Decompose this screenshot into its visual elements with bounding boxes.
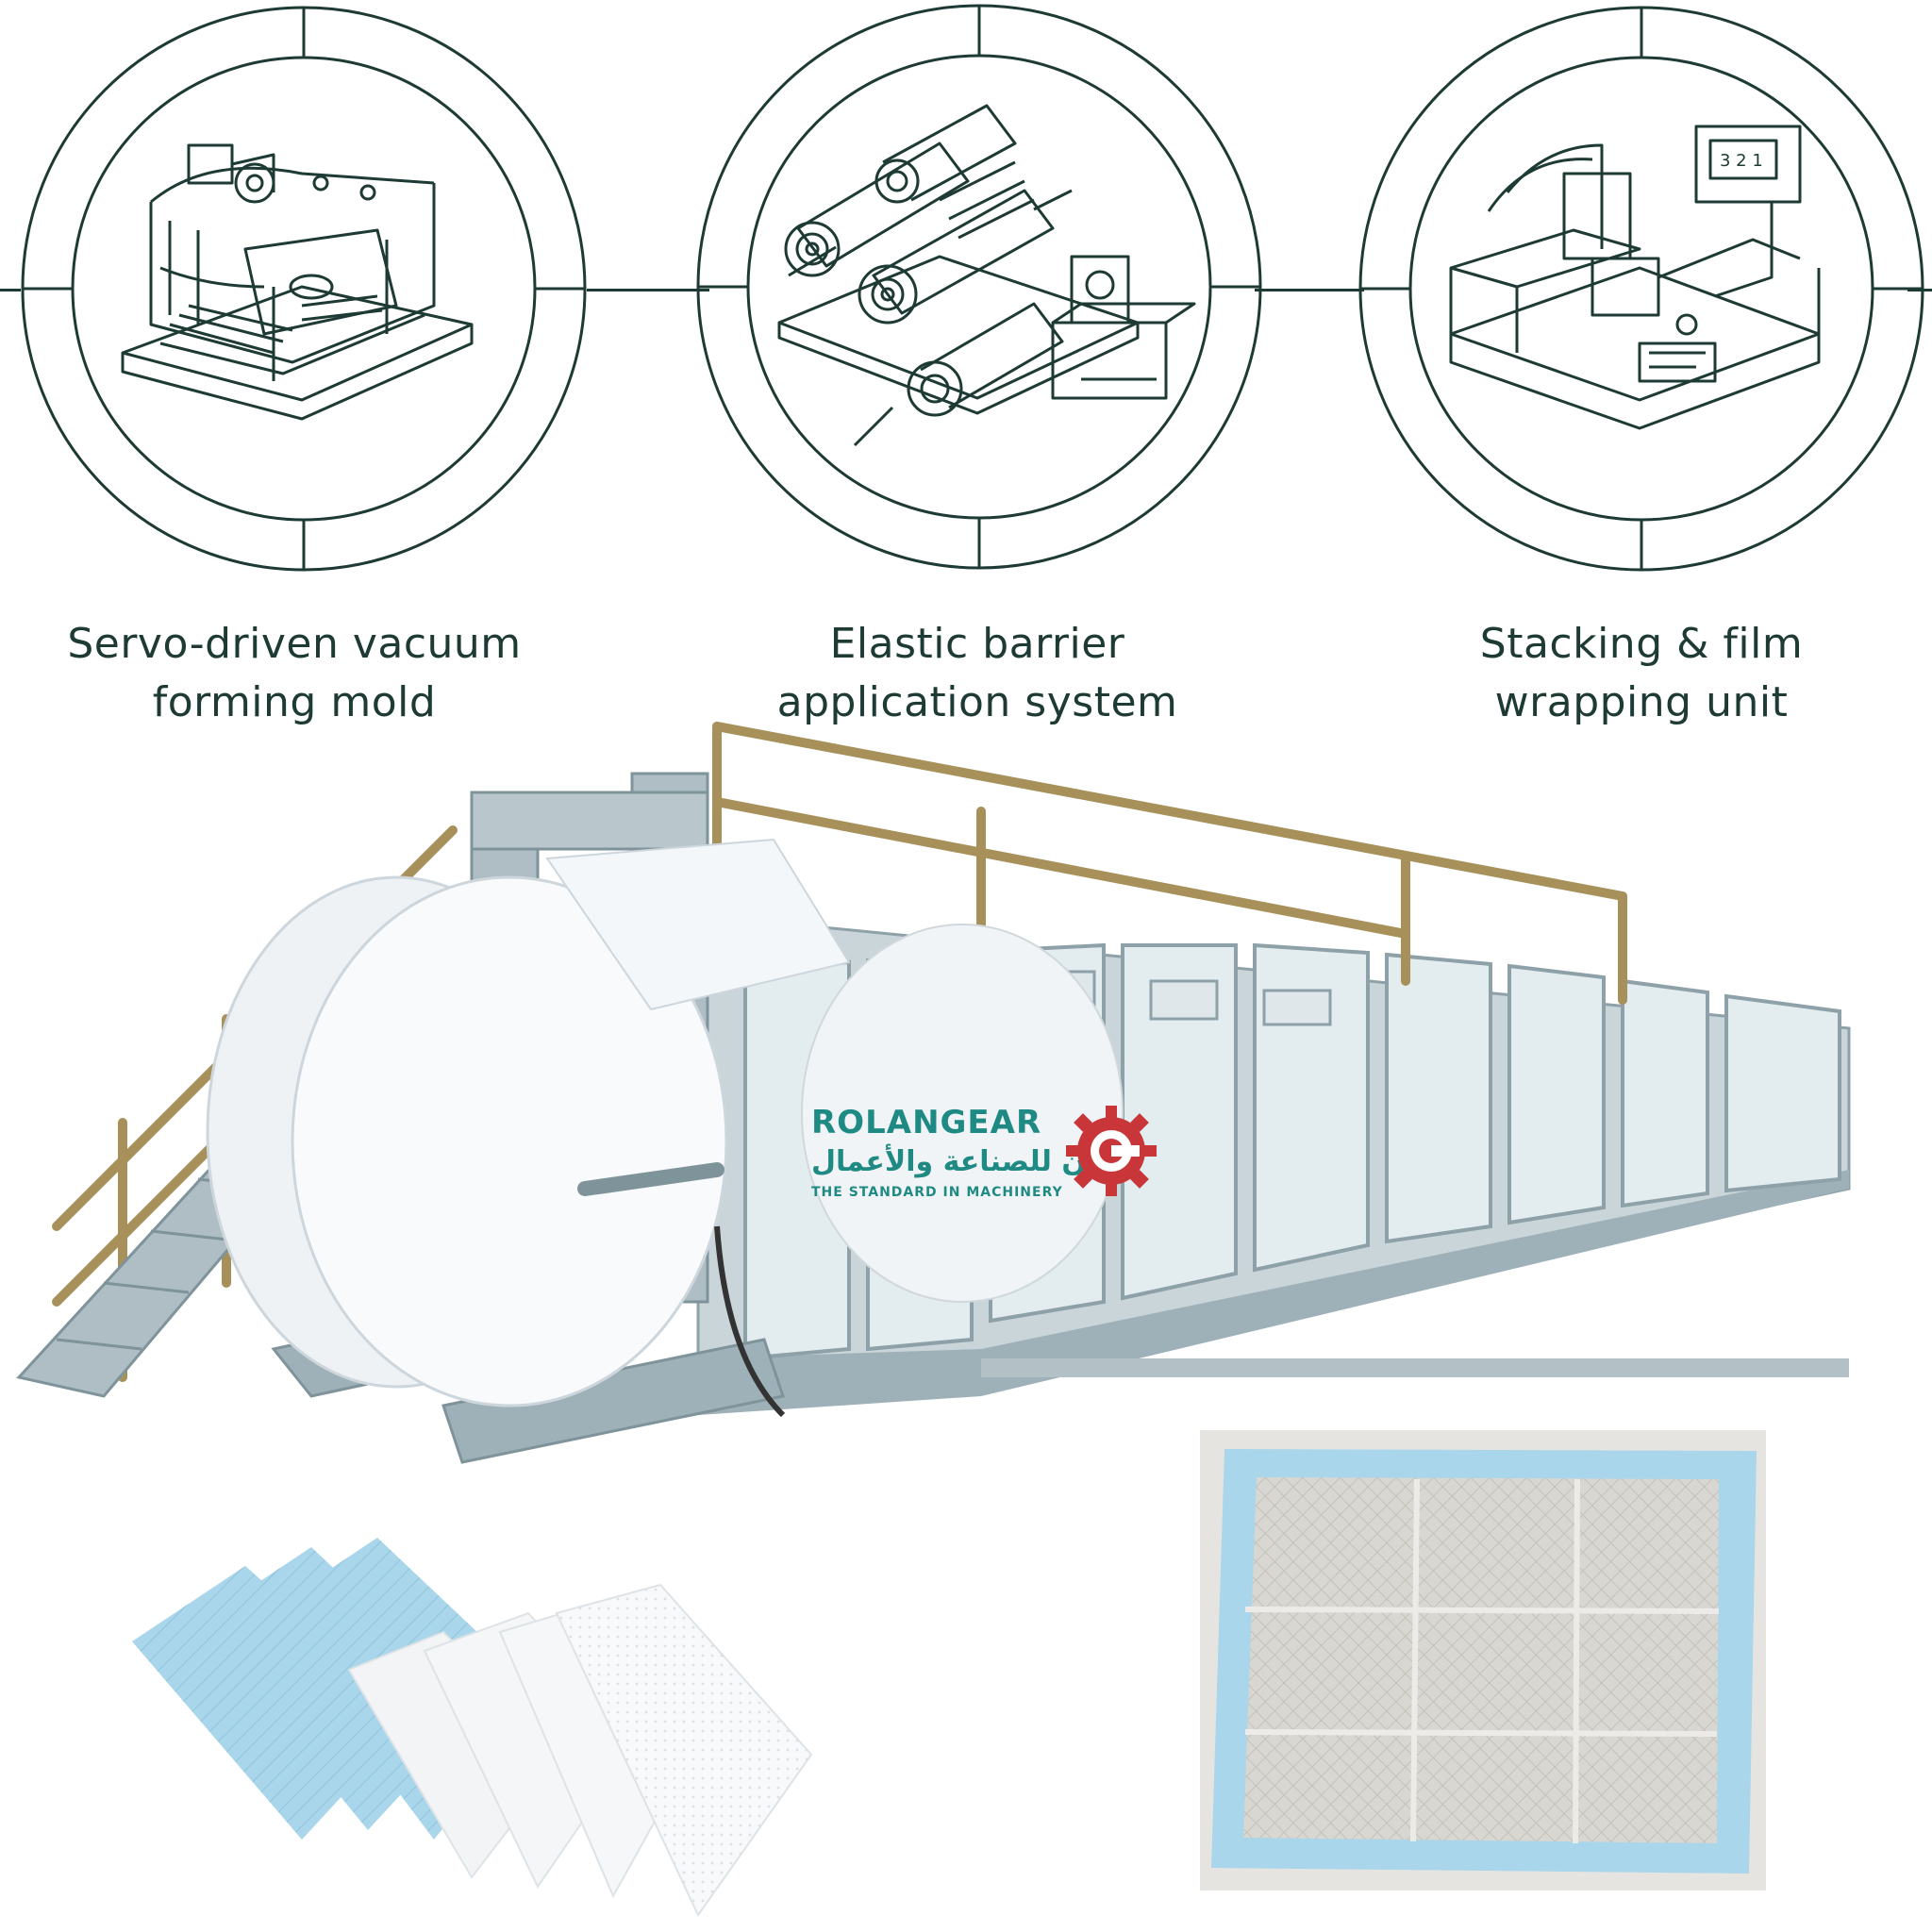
underpad-photo — [1200, 1430, 1766, 1890]
feature-circle-mold — [21, 6, 587, 572]
stacking-unit-icon: 3 2 1 — [1449, 125, 1821, 430]
caption-line: Stacking & film — [1479, 620, 1804, 668]
vacuum-mold-icon — [121, 143, 474, 421]
production-line-machine — [16, 722, 1851, 1464]
logo-tagline: THE STANDARD IN MACHINERY — [811, 1185, 1063, 1200]
pad-stack-photo — [132, 1538, 813, 1917]
connector-line — [1255, 289, 1364, 291]
caption-mold: Servo-driven vacuum forming mold — [21, 615, 568, 732]
logo-brand-text: ROLANGEAR — [811, 1104, 1042, 1141]
caption-line: Servo-driven vacuum — [67, 620, 522, 668]
caption-stacking: Stacking & film wrapping unit — [1368, 615, 1915, 732]
caption-line: application system — [776, 678, 1178, 726]
roller-assembly-icon — [777, 104, 1196, 447]
feature-circle-stacking: 3 2 1 — [1358, 6, 1924, 572]
caption-line: Elastic barrier — [829, 620, 1125, 668]
brand-logo: ROLANGEAR رولان للصناعة والأعمال THE STA… — [811, 1104, 1170, 1217]
feature-circle-barrier — [696, 4, 1262, 570]
underpad-illustration — [1211, 1449, 1757, 1874]
caption-line: wrapping unit — [1494, 678, 1789, 726]
caption-line: forming mold — [152, 678, 437, 726]
connector-line — [0, 289, 21, 291]
connector-line — [587, 289, 709, 291]
caption-barrier: Elastic barrier application system — [704, 615, 1251, 732]
svg-text:3 2 1: 3 2 1 — [1720, 151, 1763, 171]
gear-icon — [1066, 1106, 1157, 1196]
